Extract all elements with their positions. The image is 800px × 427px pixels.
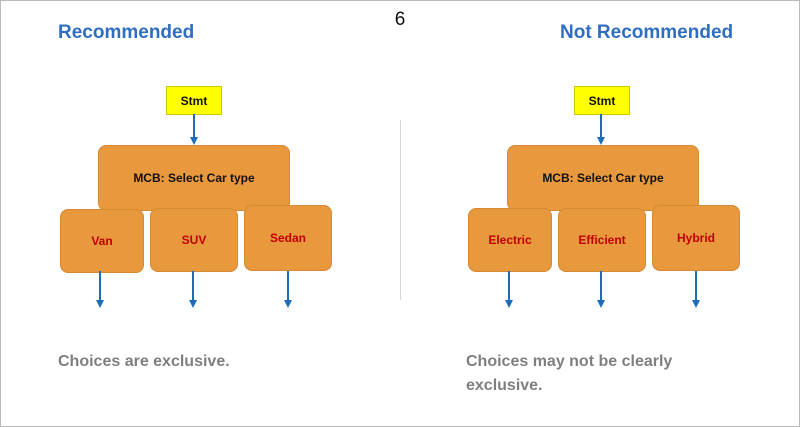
choice-efficient: Efficient [558, 208, 646, 272]
note-right-line1: Choices may not be clearly [466, 353, 673, 370]
choice-suv: SUV [150, 208, 238, 272]
stmt-box-left: Stmt [166, 86, 222, 115]
center-divider [400, 120, 401, 300]
choice-hybrid: Hybrid [652, 205, 740, 271]
choice-van: Van [60, 209, 144, 273]
note-right-line2: exclusive. [466, 377, 543, 394]
note-right: Choices may not be clearly exclusive. [466, 350, 672, 398]
page-number: 6 [394, 9, 406, 30]
heading-not-recommended: Not Recommended [560, 22, 734, 43]
heading-recommended: Recommended [58, 22, 195, 43]
choice-sedan: Sedan [244, 205, 332, 271]
choice-electric: Electric [468, 208, 552, 272]
mcb-box-left: MCB: Select Car type [98, 145, 290, 211]
note-left: Choices are exclusive. [58, 353, 230, 370]
